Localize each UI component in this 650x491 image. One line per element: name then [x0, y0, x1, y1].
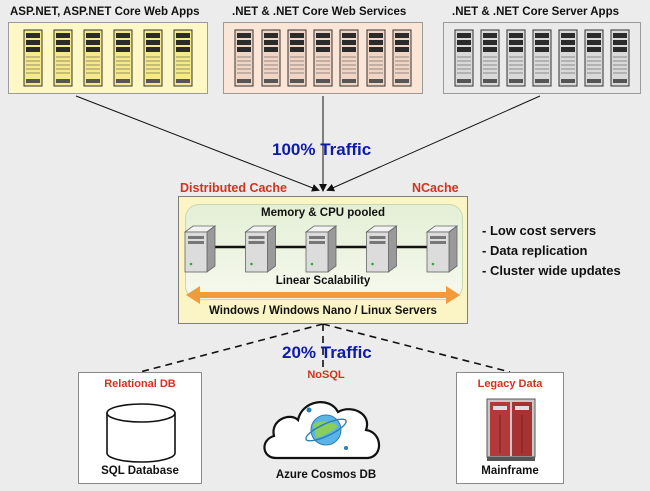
tier-label-server-apps: .NET & .NET Core Server Apps	[452, 6, 620, 18]
ncache-title: NCache	[412, 181, 459, 195]
relational-db-box: Relational DB SQL Database	[78, 372, 202, 484]
server-apps-server-group	[443, 22, 641, 94]
server-tower-icon	[287, 29, 307, 87]
server-tower-icon	[113, 29, 133, 87]
server-tower-icon	[313, 29, 333, 87]
feature-item: - Data replication	[482, 243, 588, 258]
feature-item: - Low cost servers	[482, 223, 597, 238]
distributed-cache-title: Distributed Cache	[180, 181, 287, 195]
server-tower-icon	[234, 29, 254, 87]
nosql-heading: NoSQL	[307, 369, 345, 381]
linear-scalability-label: Linear Scalability	[275, 275, 371, 287]
cache-server-icon	[244, 225, 277, 273]
feature-list: - Low cost servers - Data replication - …	[482, 221, 621, 281]
server-tower-icon	[53, 29, 73, 87]
cache-server-icon	[365, 225, 398, 273]
server-tower-icon	[392, 29, 412, 87]
traffic-label-100: 100% Traffic	[272, 140, 372, 159]
traffic-arrow-server-apps	[326, 95, 541, 192]
server-tower-icon	[610, 29, 630, 87]
dashed-link-legacy	[322, 323, 511, 373]
server-tower-icon	[83, 29, 103, 87]
tier-label-web-apps: ASP.NET, ASP.NET Core Web Apps	[10, 6, 200, 18]
dashed-link-relational	[139, 323, 324, 373]
server-tower-icon	[339, 29, 359, 87]
cache-server-icon	[304, 225, 338, 273]
mainframe-caption: Mainframe	[481, 465, 539, 477]
cache-server-icon	[425, 225, 459, 273]
web-apps-server-group	[8, 22, 208, 94]
server-platforms-label: Windows / Windows Nano / Linux Servers	[209, 305, 437, 317]
cache-server-icon	[183, 225, 217, 273]
legacy-data-heading: Legacy Data	[477, 378, 543, 390]
server-tower-icon	[23, 29, 43, 87]
server-tower-icon	[480, 29, 500, 87]
server-tower-icon	[584, 29, 604, 87]
tier-label-web-services: .NET & .NET Core Web Services	[232, 6, 407, 18]
feature-item: - Cluster wide updates	[482, 263, 621, 278]
server-tower-icon	[366, 29, 385, 87]
server-tower-icon	[532, 29, 552, 87]
memory-cpu-pooled-label: Memory & CPU pooled	[261, 207, 385, 219]
relational-db-heading: Relational DB	[104, 378, 176, 390]
server-tower-icon	[143, 29, 163, 87]
server-tower-icon	[506, 29, 526, 87]
sql-database-caption: SQL Database	[101, 465, 179, 477]
azure-cosmos-db-caption: Azure Cosmos DB	[275, 469, 377, 481]
server-tower-icon	[173, 29, 193, 87]
server-tower-icon	[558, 29, 578, 87]
linear-scalability-arrow	[186, 286, 460, 304]
legacy-data-box: Legacy Data Mainframe	[456, 372, 564, 484]
server-tower-icon	[454, 29, 474, 87]
traffic-arrow-web-apps	[75, 95, 320, 192]
web-services-server-group	[223, 22, 423, 94]
traffic-label-20: 20% Traffic	[282, 343, 372, 362]
server-tower-icon	[261, 29, 280, 87]
database-cylinder-icon	[106, 403, 176, 463]
mainframe-icon	[486, 398, 536, 461]
